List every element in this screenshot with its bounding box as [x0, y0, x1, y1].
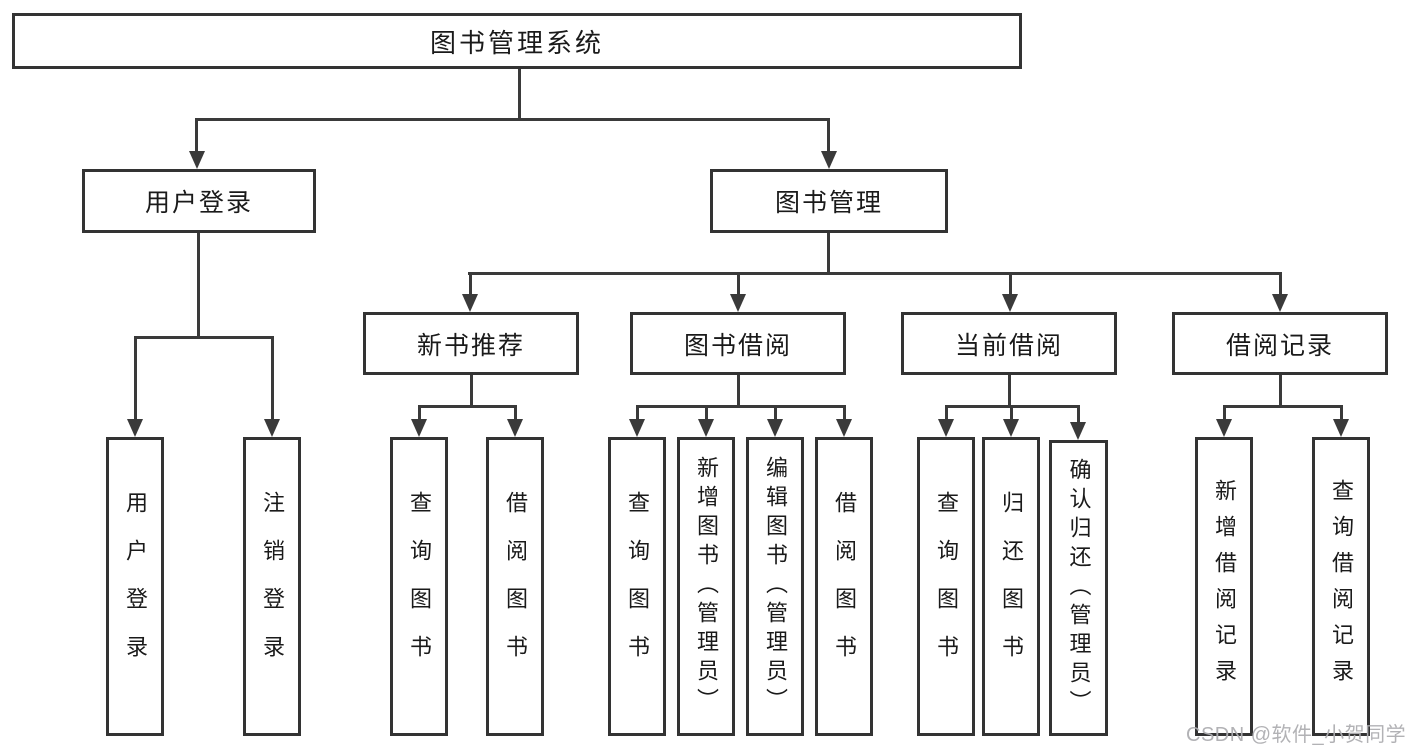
connector-line: [514, 405, 517, 420]
node-library-system: 图书管理系统: [12, 13, 1022, 69]
arrow-down-icon: [1070, 422, 1086, 440]
connector-line: [1008, 375, 1011, 407]
arrow-down-icon: [1003, 419, 1019, 437]
connector-line: [1223, 405, 1342, 408]
watermark: CSDN @软件_小贺同学: [1186, 724, 1405, 746]
node-book-management: 图书管理: [710, 169, 948, 233]
connector-line: [271, 336, 274, 420]
arrow-down-icon: [1272, 294, 1288, 312]
arrow-down-icon: [1002, 294, 1018, 312]
arrow-down-icon: [189, 151, 205, 169]
connector-line: [469, 272, 472, 296]
connector-line: [1279, 375, 1282, 407]
node-borrow-records: 借阅记录: [1172, 312, 1388, 375]
node-user-login: 用户登录: [82, 169, 316, 233]
leaf-br-query-record: 查询借阅记录: [1312, 437, 1370, 736]
connector-line: [418, 405, 516, 408]
node-current-borrow: 当前借阅: [901, 312, 1117, 375]
leaf-bb-edit-books-admin: 编辑图书（管理员）: [746, 437, 804, 736]
leaf-cb-confirm-return-admin: 确认归还（管理员）: [1049, 440, 1108, 736]
leaf-bb-query-books: 查询图书: [608, 437, 666, 736]
connector-line: [843, 405, 846, 420]
connector-line: [1279, 272, 1282, 296]
leaf-bb-add-books-admin: 新增图书（管理员）: [677, 437, 735, 736]
arrow-down-icon: [507, 419, 523, 437]
arrow-down-icon: [127, 419, 143, 437]
connector-line: [518, 69, 521, 120]
arrow-down-icon: [730, 294, 746, 312]
arrow-down-icon: [1333, 419, 1349, 437]
connector-line: [636, 405, 845, 408]
connector-line: [1223, 405, 1226, 420]
arrow-down-icon: [698, 419, 714, 437]
arrow-down-icon: [629, 419, 645, 437]
leaf-cb-return-books: 归还图书: [982, 437, 1040, 736]
leaf-br-add-record: 新增借阅记录: [1195, 437, 1253, 736]
connector-line: [737, 272, 740, 296]
arrow-down-icon: [836, 419, 852, 437]
connector-line: [945, 405, 948, 420]
connector-line: [737, 375, 740, 407]
leaf-logout: 注销登录: [243, 437, 301, 736]
connector-line: [827, 118, 830, 154]
connector-line: [1010, 405, 1013, 420]
connector-line: [827, 233, 830, 275]
connector-line: [196, 118, 830, 121]
node-book-borrow: 图书借阅: [630, 312, 846, 375]
leaf-nbr-borrow-books: 借阅图书: [486, 437, 544, 736]
connector-line: [705, 405, 708, 420]
node-new-book-recommend: 新书推荐: [363, 312, 579, 375]
connector-line: [1077, 405, 1080, 423]
arrow-down-icon: [938, 419, 954, 437]
connector-line: [1340, 405, 1343, 420]
leaf-cb-query-books: 查询图书: [917, 437, 975, 736]
leaf-user-login: 用户登录: [106, 437, 164, 736]
connector-line: [418, 405, 421, 420]
arrow-down-icon: [821, 151, 837, 169]
connector-line: [636, 405, 639, 420]
connector-line: [197, 233, 200, 338]
arrow-down-icon: [767, 419, 783, 437]
connector-line: [1009, 272, 1012, 296]
leaf-bb-borrow-books: 借阅图书: [815, 437, 873, 736]
leaf-nbr-query-books: 查询图书: [390, 437, 448, 736]
connector-line: [134, 336, 137, 420]
arrow-down-icon: [462, 294, 478, 312]
arrow-down-icon: [411, 419, 427, 437]
arrow-down-icon: [1216, 419, 1232, 437]
connector-line: [468, 272, 1281, 275]
connector-line: [774, 405, 777, 420]
connector-line: [134, 336, 274, 339]
connector-line: [195, 118, 198, 154]
arrow-down-icon: [264, 419, 280, 437]
connector-line: [470, 375, 473, 407]
